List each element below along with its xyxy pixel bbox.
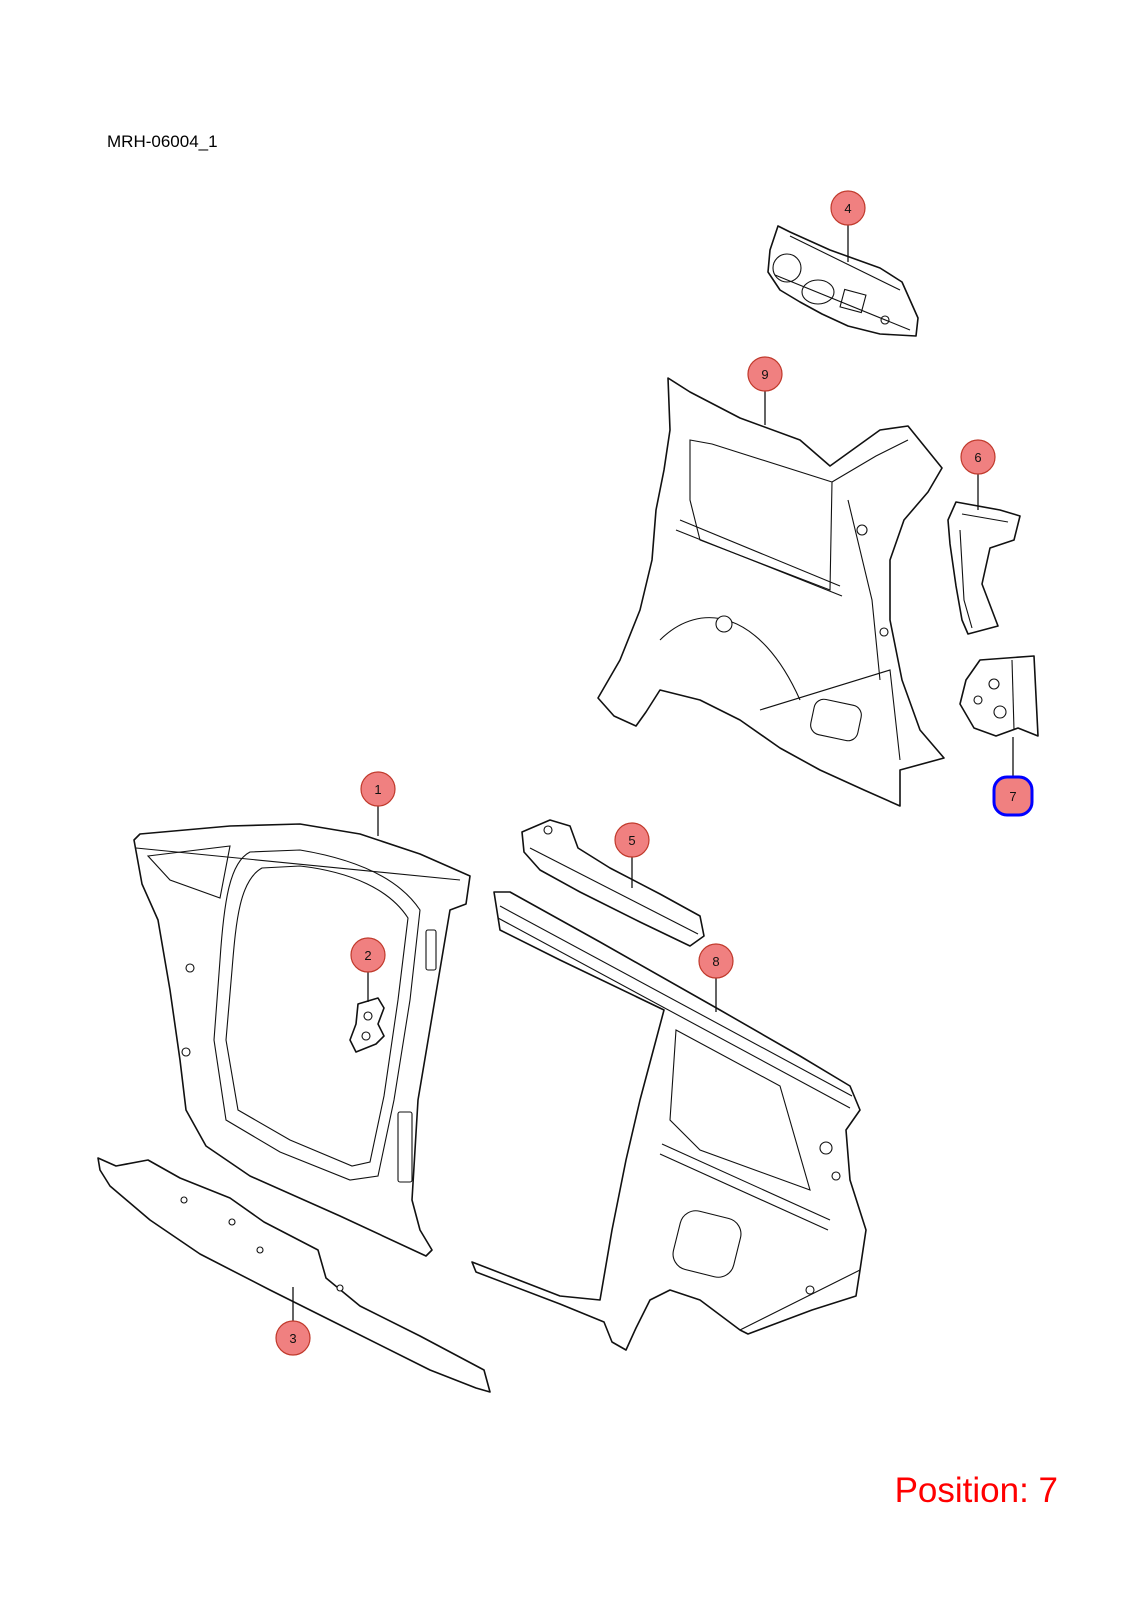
- callout-1[interactable]: 1: [360, 771, 396, 836]
- callout-layer: 1 2 3 4 5 6 7 8 9: [275, 190, 1034, 1356]
- part-7-bracket[interactable]: [959, 655, 1039, 737]
- callout-circle-6[interactable]: [960, 439, 996, 475]
- callout-label-5: 5: [628, 833, 635, 848]
- part-1-front-side-frame[interactable]: [133, 823, 471, 1257]
- callout-circle-8[interactable]: [698, 943, 734, 979]
- callout-circle-2[interactable]: [350, 937, 386, 973]
- callout-label-8: 8: [712, 954, 719, 969]
- callout-label-2: 2: [364, 948, 371, 963]
- position-label: Position: 7: [894, 1471, 1058, 1510]
- callout-circle-7[interactable]: [996, 779, 1030, 813]
- callout-circle-1[interactable]: [360, 771, 396, 807]
- callout-2[interactable]: 2: [350, 937, 386, 1002]
- part-9-inner-quarter[interactable]: [597, 377, 945, 807]
- part-5-roof-rail[interactable]: [521, 819, 705, 947]
- callout-4[interactable]: 4: [830, 190, 866, 262]
- callout-circle-4[interactable]: [830, 190, 866, 226]
- callout-circle-9[interactable]: [747, 356, 783, 392]
- part-6-arch-piece[interactable]: [947, 501, 1021, 635]
- callout-3[interactable]: 3: [275, 1287, 311, 1356]
- callout-8[interactable]: 8: [698, 943, 734, 1012]
- callout-label-3: 3: [289, 1331, 296, 1346]
- callout-5[interactable]: 5: [614, 822, 650, 888]
- callout-label-6: 6: [974, 450, 981, 465]
- part-3-sill-strip[interactable]: [97, 1157, 491, 1393]
- callout-7[interactable]: 7: [992, 737, 1034, 817]
- diagram-code: MRH-06004_1: [107, 132, 218, 151]
- callout-circle-5[interactable]: [614, 822, 650, 858]
- part-4-upper-panel[interactable]: [767, 225, 919, 337]
- callout-label-7: 7: [1009, 789, 1016, 804]
- callout-circle-3[interactable]: [275, 1320, 311, 1356]
- part-8-rear-quarter[interactable]: [471, 891, 867, 1351]
- callout-label-1: 1: [374, 782, 381, 797]
- callout-label-9: 9: [761, 367, 768, 382]
- callout-9[interactable]: 9: [747, 356, 783, 425]
- callout-label-4: 4: [844, 201, 851, 216]
- part-2-plate[interactable]: [349, 997, 385, 1053]
- callout-6[interactable]: 6: [960, 439, 996, 510]
